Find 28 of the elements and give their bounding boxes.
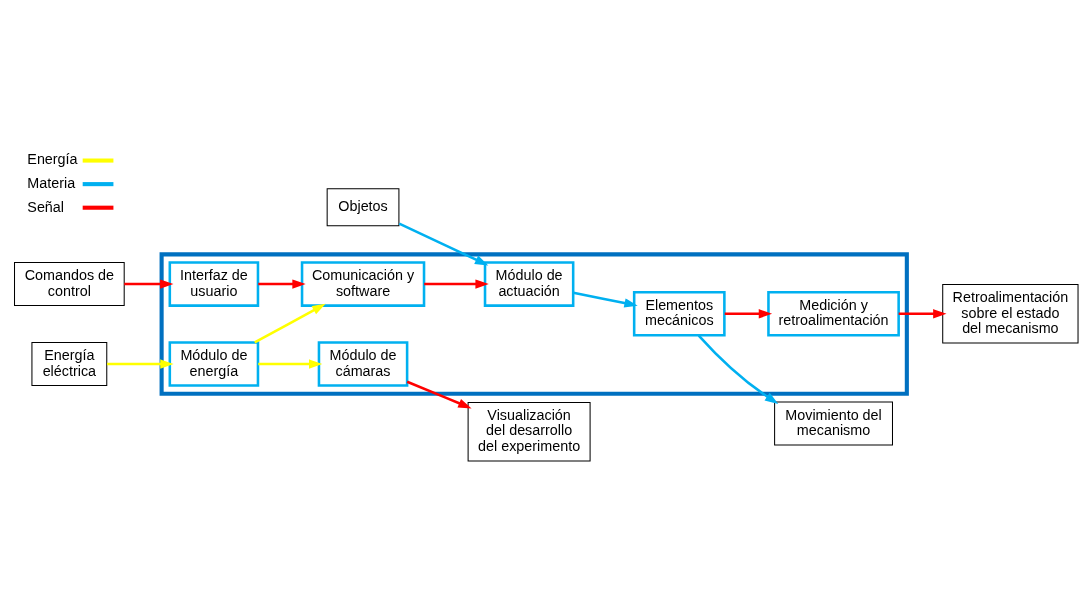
node-box: Energía eléctrica (31, 342, 108, 387)
node-box: Objetos (326, 188, 400, 227)
node-box: Retroalimentación sobre el estado del mecanismo (942, 284, 1079, 344)
node-box: Módulo de energía (168, 341, 260, 387)
arrow (254, 303, 326, 344)
arrow (424, 279, 489, 289)
node-box: Comandos de control (14, 262, 125, 307)
node-box: Elementos mecánicos (632, 291, 726, 337)
arrow (398, 222, 489, 266)
node-box: Visualización del desarrollo del experimento (467, 401, 591, 462)
legend-label: Señal (27, 198, 65, 215)
arrow (258, 279, 306, 289)
node-box: Módulo de cámaras (317, 341, 409, 387)
arrow (898, 309, 947, 319)
arrow (724, 309, 773, 319)
arrow (124, 279, 174, 289)
legend-label: Energía (27, 151, 78, 168)
legend-label: Materia (27, 174, 76, 191)
arrow (107, 359, 174, 369)
arrow (573, 291, 638, 308)
node-box: Módulo de actuación (483, 261, 575, 307)
node-box: Medición y retroalimentación (767, 291, 900, 337)
arrow (406, 380, 472, 409)
arrow (258, 359, 323, 369)
node-box: Movimiento del mecanismo (774, 401, 893, 446)
node-box: Interfaz de usuario (168, 261, 260, 307)
node-box: Comunicación y software (300, 261, 426, 307)
arrow (697, 334, 779, 404)
